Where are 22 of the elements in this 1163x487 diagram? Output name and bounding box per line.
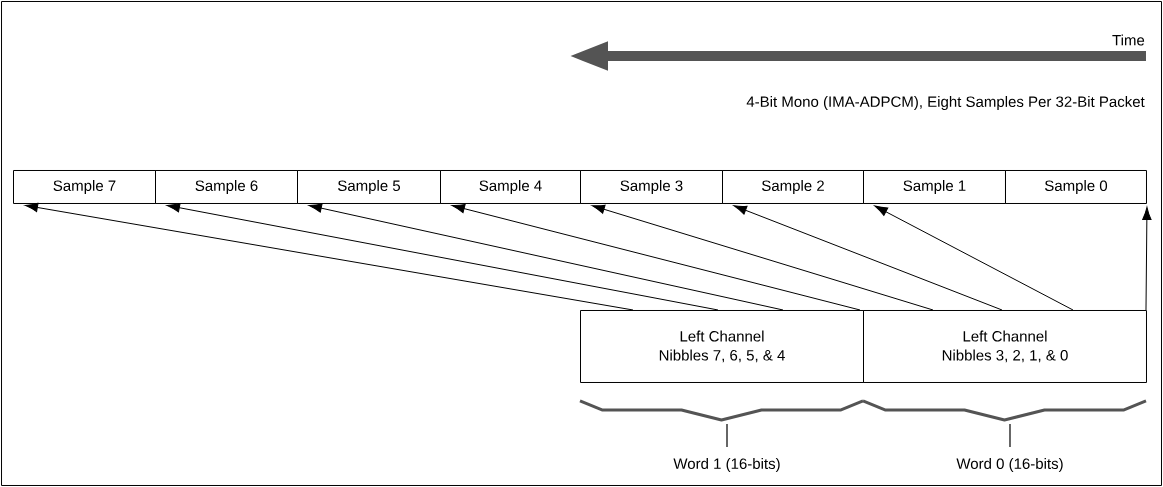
arrow [166,203,719,311]
sample-cell: Sample 0 [1005,170,1147,204]
word-label: Word 1 (16-bits) [673,458,780,472]
sample-cell: Sample 6 [155,170,298,204]
arrow [451,204,861,311]
arrow [733,205,1003,311]
axis-label: Time [1112,34,1145,46]
channel-box: Left Channel Nibbles 7, 6, 5, & 4 [580,310,864,383]
arrow [308,203,784,311]
arrow [1142,206,1152,311]
arrow [874,205,1074,311]
sample-cell: Sample 1 [863,170,1006,204]
word-label: Word 0 (16-bits) [956,458,1063,472]
sample-cell: Sample 7 [13,170,156,204]
sample-cell: Sample 4 [440,170,581,204]
sample-cell: Sample 2 [722,170,864,204]
packet-caption: 4-Bit Mono (IMA-ADPCM), Eight Samples Per 32-Bit Packet [746,96,1145,110]
arrow [24,202,634,311]
sample-cell: Sample 5 [297,170,441,204]
arrow [591,204,934,311]
sample-cell: Sample 3 [580,170,723,204]
channel-box: Left Channel Nibbles 3, 2, 1, & 0 [863,310,1147,383]
